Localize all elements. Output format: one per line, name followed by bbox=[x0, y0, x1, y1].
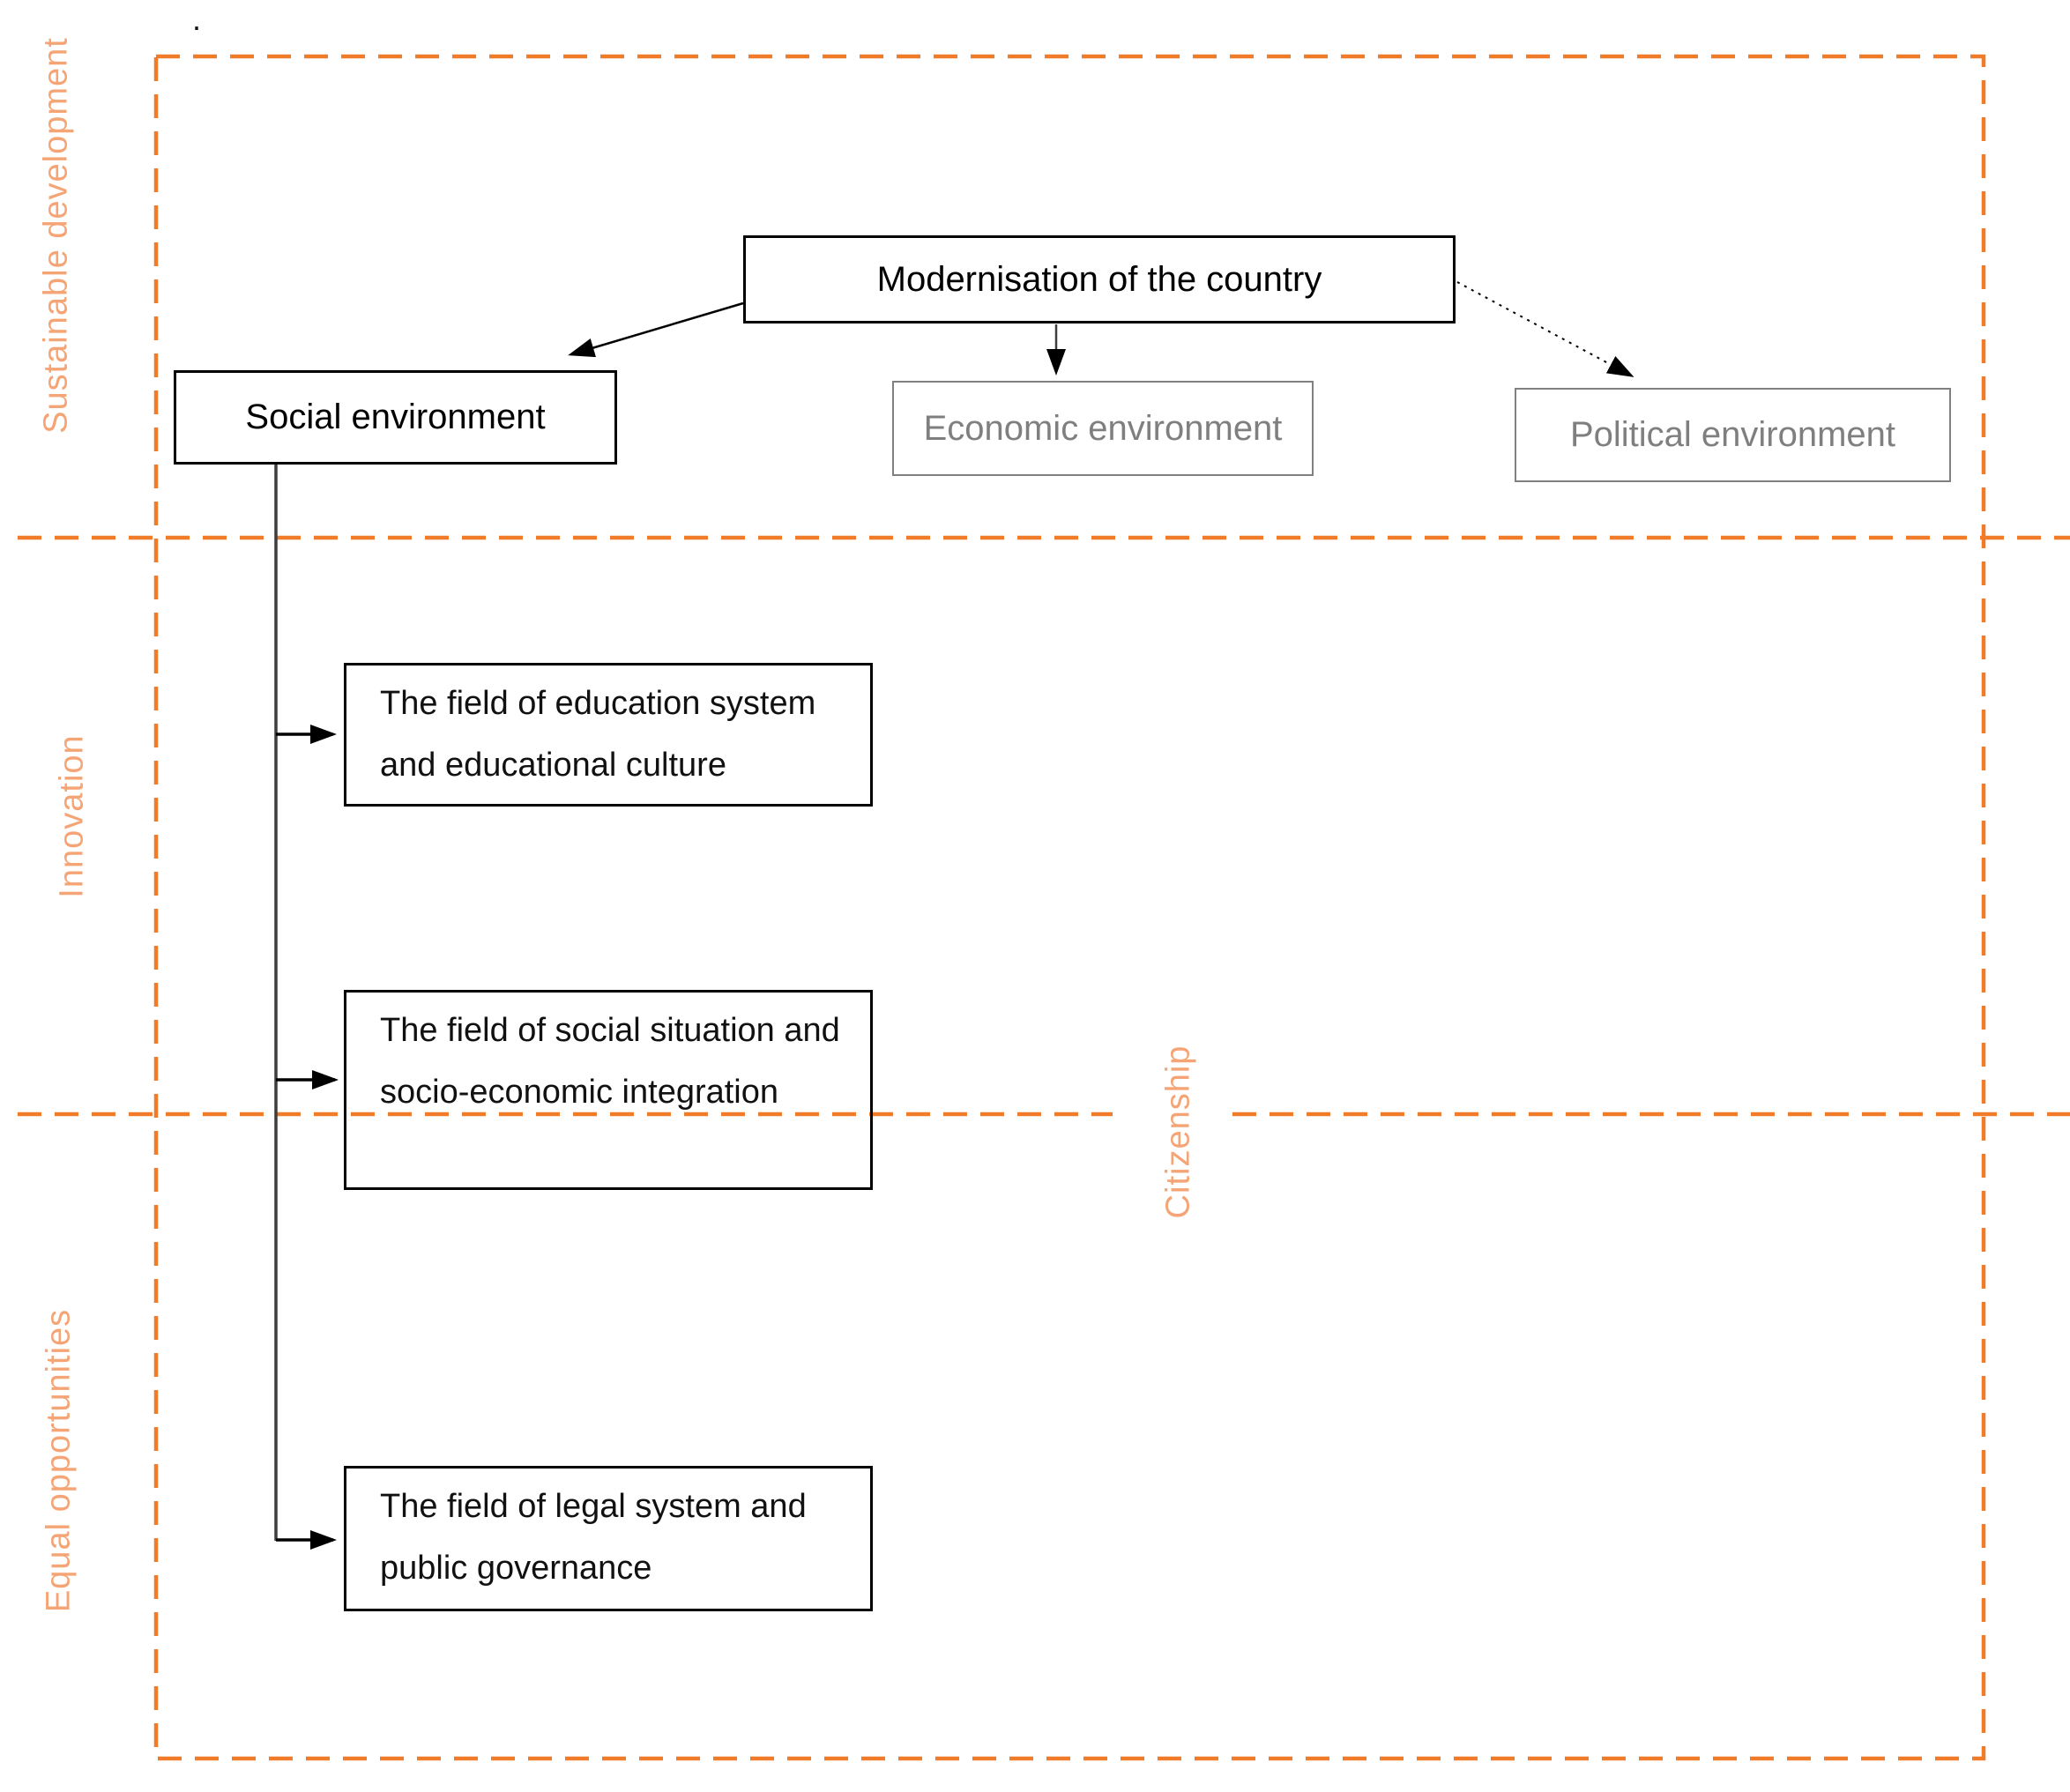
node-political-environment: Political environment bbox=[1515, 388, 1951, 482]
node-social-environment: Social environment bbox=[174, 370, 617, 465]
node-social-situation-line2: socio-economic integration bbox=[380, 1074, 779, 1111]
arrow-root-to-political bbox=[1456, 281, 1634, 377]
node-education-line1: The field of education system bbox=[380, 685, 816, 722]
region-label-citizenship: Citizenship bbox=[1159, 1045, 1197, 1219]
node-legal-line1: The field of legal system and bbox=[380, 1488, 807, 1525]
node-social-situation-line1: The field of social situation and bbox=[380, 1012, 840, 1049]
outer-dashed-border bbox=[153, 54, 1986, 1761]
node-economic-environment: Economic environment bbox=[892, 381, 1314, 476]
region-label-sustainable-development: Sustainable development bbox=[37, 37, 75, 434]
node-legal-field: The field of legal system and public gov… bbox=[344, 1466, 873, 1611]
node-modernisation: Modernisation of the country bbox=[743, 235, 1456, 323]
stray-period: . bbox=[192, 1, 202, 37]
node-social-situation-field: The field of social situation and socio-… bbox=[344, 990, 873, 1190]
node-education-line2: and educational culture bbox=[380, 747, 726, 784]
region-label-innovation: Innovation bbox=[53, 734, 91, 898]
node-legal-line2: public governance bbox=[380, 1550, 652, 1587]
region-label-equal-opportunities: Equal opportunities bbox=[40, 1308, 78, 1613]
arrow-root-to-social bbox=[568, 301, 744, 358]
node-education-field: The field of education system and educat… bbox=[344, 663, 873, 807]
